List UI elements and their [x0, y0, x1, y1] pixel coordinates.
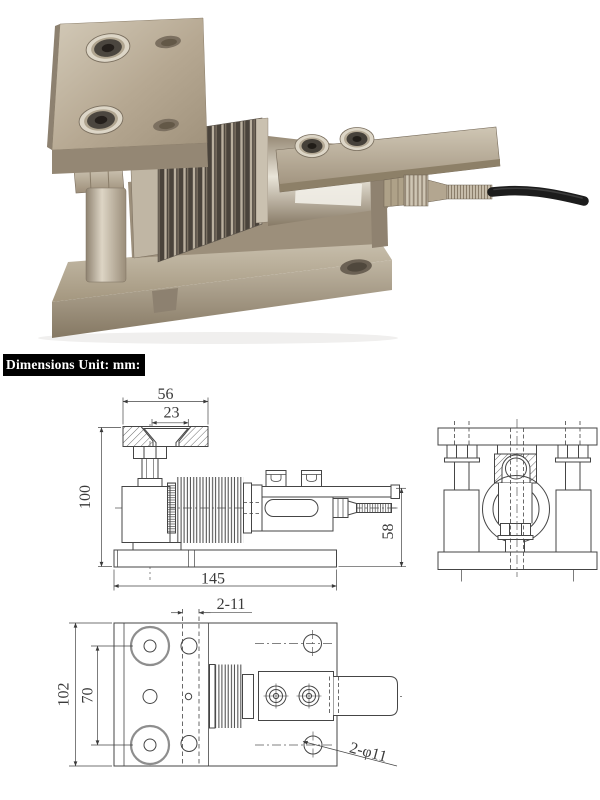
- dim-hole-pitch: 70: [80, 688, 97, 704]
- plan-view-dimensions: [69, 610, 398, 767]
- plan-slot-column: [180, 609, 200, 766]
- threaded-stud: [446, 184, 493, 200]
- plan-cell-bolt: [296, 683, 322, 709]
- end-view: [437, 419, 598, 582]
- dim-screw-offset: 23: [164, 405, 180, 422]
- countersunk-screw: [142, 428, 190, 447]
- dim-corner-holes: 2-φ11: [348, 739, 389, 765]
- plate-hole: [153, 35, 181, 132]
- dim-top-plate-width: 56: [158, 386, 174, 403]
- product-photo-svg: [0, 0, 600, 345]
- end-top-plate: [437, 427, 598, 446]
- load-cell-section: [261, 496, 334, 532]
- top-mounting-plate-section: [122, 426, 209, 447]
- support-pillar: [73, 166, 127, 283]
- dim-base-length: 145: [201, 571, 225, 588]
- bellows-section: [167, 477, 263, 543]
- end-left-bolt: [443, 421, 480, 553]
- end-bottom-plate: [437, 551, 598, 570]
- base-plate-section: [113, 549, 337, 568]
- arm-bolt-icon: [339, 127, 375, 151]
- technical-drawing: 56 23 100 145 58: [0, 378, 600, 800]
- right-bracket: [370, 164, 388, 248]
- plan-corner-holes: [255, 630, 335, 759]
- end-center-rocker: [482, 428, 550, 553]
- mounting-arm: [275, 126, 501, 193]
- plan-load-cell: [258, 671, 398, 721]
- gland-section: [332, 498, 398, 518]
- plan-view: 102 70 2-11 2-φ11: [56, 596, 402, 767]
- dim-cell-height: 58: [380, 524, 397, 540]
- cell-slot: [264, 499, 319, 517]
- side-view: 56 23 100 145 58: [77, 386, 406, 591]
- end-right-bolt: [555, 421, 592, 553]
- base-plate: [52, 238, 392, 338]
- plan-bellows: [209, 664, 254, 729]
- ground-shadow: [38, 332, 398, 344]
- dimensions-unit-label: Dimensions Unit: mm:: [3, 354, 145, 376]
- signal-cable: [487, 185, 589, 206]
- dim-overall-height: 100: [77, 485, 94, 509]
- top-plate: [47, 17, 208, 174]
- plan-cell-bolt: [263, 683, 289, 709]
- plan-tongue-plate: [333, 676, 398, 716]
- technical-drawing-svg: 56 23 100 145 58: [56, 386, 598, 767]
- dim-slot-holes: 2-11: [217, 596, 246, 613]
- dim-plate-width: 102: [56, 683, 73, 707]
- side-view-dimensions: [98, 397, 406, 591]
- plate-bolt-icon: [78, 105, 124, 135]
- plate-bolt-icon: [85, 33, 131, 63]
- cable-gland: [383, 174, 493, 208]
- arm-section: [261, 470, 400, 499]
- product-photo: [0, 0, 600, 345]
- arm-bolt-icon: [294, 134, 330, 158]
